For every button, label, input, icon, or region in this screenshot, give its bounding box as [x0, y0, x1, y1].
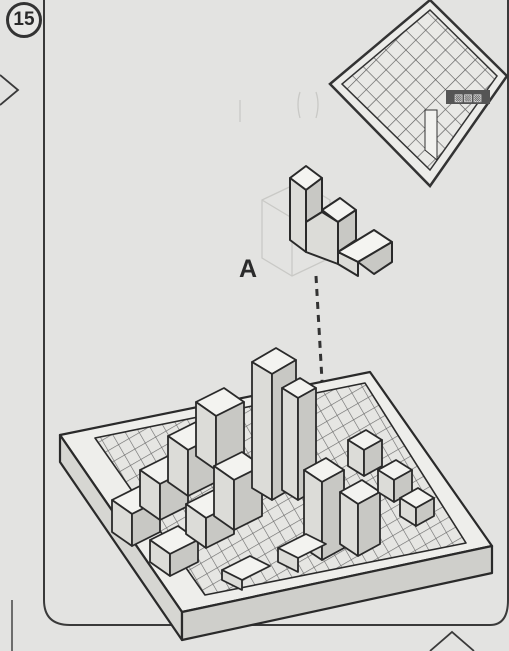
piece-label: A: [239, 255, 257, 284]
piece-a-block: [290, 166, 392, 276]
step-number: 15: [13, 9, 34, 31]
step-number-badge: 15: [6, 2, 42, 38]
reference-grid-diagram: ▧▧▧: [330, 0, 507, 186]
reference-legend-text: ▧▧▧: [454, 93, 482, 104]
